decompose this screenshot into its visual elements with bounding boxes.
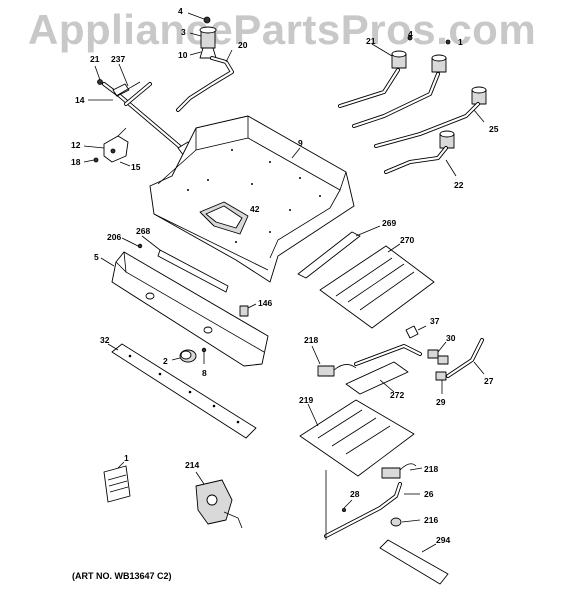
control-panel-group xyxy=(100,235,269,367)
box-rivets xyxy=(187,149,321,243)
callout-1b: 1 xyxy=(458,37,463,47)
callout-30: 30 xyxy=(446,333,456,343)
callout-1: 1 xyxy=(124,453,129,463)
callout-18: 18 xyxy=(71,157,81,167)
callout-28: 28 xyxy=(350,489,360,499)
bottom-right-group xyxy=(324,470,449,585)
lower-panel-219 xyxy=(299,399,423,479)
callout-9: 9 xyxy=(298,138,303,148)
right-valves-group xyxy=(338,35,487,177)
callout-4b: 4 xyxy=(408,29,413,39)
callout-272: 272 xyxy=(390,390,404,400)
callout-12: 12 xyxy=(71,140,81,150)
callout-216: 216 xyxy=(424,515,438,525)
callout-219: 219 xyxy=(299,395,313,405)
callout-15: 15 xyxy=(131,162,141,172)
callout-218b: 218 xyxy=(424,464,438,474)
trim-strip-32 xyxy=(107,343,257,439)
callout-21b: 21 xyxy=(366,36,376,46)
callout-20: 20 xyxy=(238,40,248,50)
callout-206: 206 xyxy=(107,232,121,242)
callout-270: 270 xyxy=(400,235,414,245)
callout-22: 22 xyxy=(454,180,464,190)
callout-27: 27 xyxy=(484,376,494,386)
callout-214: 214 xyxy=(185,460,199,470)
callout-8: 8 xyxy=(202,368,207,378)
callout-labels: 4 3 10 20 21 237 14 12 18 15 9 42 21 4 1… xyxy=(71,6,499,545)
strip-holes xyxy=(128,354,240,424)
callout-2: 2 xyxy=(163,356,168,366)
callout-294: 294 xyxy=(436,535,450,545)
callout-3: 3 xyxy=(181,27,186,37)
knob-group xyxy=(171,347,207,364)
callout-42: 42 xyxy=(250,204,260,214)
valve-top-group xyxy=(176,12,234,112)
watermark: AppliancePartsPros.com xyxy=(28,6,537,53)
callout-5: 5 xyxy=(94,252,99,262)
callout-10: 10 xyxy=(178,50,188,60)
manifold-group xyxy=(83,63,195,167)
burner-box xyxy=(149,115,355,283)
panel-group-269-270 xyxy=(297,225,435,329)
art-number: (ART NO. WB13647 C2) xyxy=(72,571,172,581)
callout-269: 269 xyxy=(382,218,396,228)
callout-29: 29 xyxy=(436,397,446,407)
callout-32: 32 xyxy=(100,335,110,345)
callout-25: 25 xyxy=(489,124,499,134)
callout-146: 146 xyxy=(258,298,272,308)
bottom-left-group xyxy=(103,461,243,529)
callout-237: 237 xyxy=(111,54,125,64)
callout-37: 37 xyxy=(430,316,440,326)
callout-21: 21 xyxy=(90,54,100,64)
callout-26: 26 xyxy=(424,489,434,499)
callout-4a: 4 xyxy=(178,6,183,16)
callout-218a: 218 xyxy=(304,335,318,345)
callout-14: 14 xyxy=(75,95,85,105)
igniter-group xyxy=(311,325,485,395)
callout-268: 268 xyxy=(136,226,150,236)
